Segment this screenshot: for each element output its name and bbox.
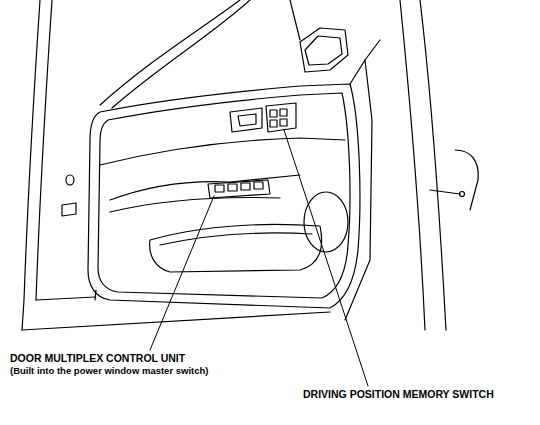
memory-button — [280, 119, 287, 126]
window-switch — [241, 183, 250, 190]
pocket-lip — [160, 233, 312, 245]
memory-button — [270, 120, 277, 127]
door-edge-top — [365, 40, 380, 60]
mirror-glass — [305, 36, 342, 65]
part-note: (Built into the power window master swit… — [10, 366, 208, 376]
power-window-master-switch — [208, 180, 270, 198]
part-name: DOOR MULTIPLEX CONTROL UNIT — [10, 353, 185, 365]
window-switch — [215, 185, 224, 192]
door-check — [455, 150, 478, 210]
part-name: DRIVING POSITION MEMORY SWITCH — [303, 389, 494, 401]
a-pillar — [400, 0, 425, 330]
door-check-strap — [430, 190, 460, 194]
frame-post — [290, 0, 300, 40]
memory-button — [270, 110, 277, 117]
window-frame-inner — [112, 0, 250, 108]
door-panel — [88, 84, 360, 308]
memory-switch — [266, 103, 296, 132]
window-frame — [100, 0, 240, 105]
striker — [62, 203, 76, 216]
leader-line — [284, 130, 368, 386]
body-pillar-inner — [36, 0, 52, 300]
mirror — [300, 28, 348, 72]
striker-hole — [66, 175, 74, 185]
armrest-top — [110, 175, 300, 200]
a-pillar-outer — [420, 0, 446, 330]
door-pocket — [150, 225, 322, 272]
door-trim — [98, 93, 350, 298]
sill-inner — [36, 297, 95, 300]
speaker-grille — [304, 192, 348, 252]
memory-button — [280, 109, 287, 116]
door-handle-cup — [230, 108, 262, 132]
sill-line — [22, 312, 330, 330]
window-switch — [254, 182, 263, 189]
door-edge — [345, 60, 372, 320]
door-handle — [238, 114, 256, 126]
window-switch — [228, 184, 237, 191]
armrest-edge — [110, 198, 280, 212]
leader-line — [150, 196, 214, 350]
trim-line — [100, 138, 345, 165]
